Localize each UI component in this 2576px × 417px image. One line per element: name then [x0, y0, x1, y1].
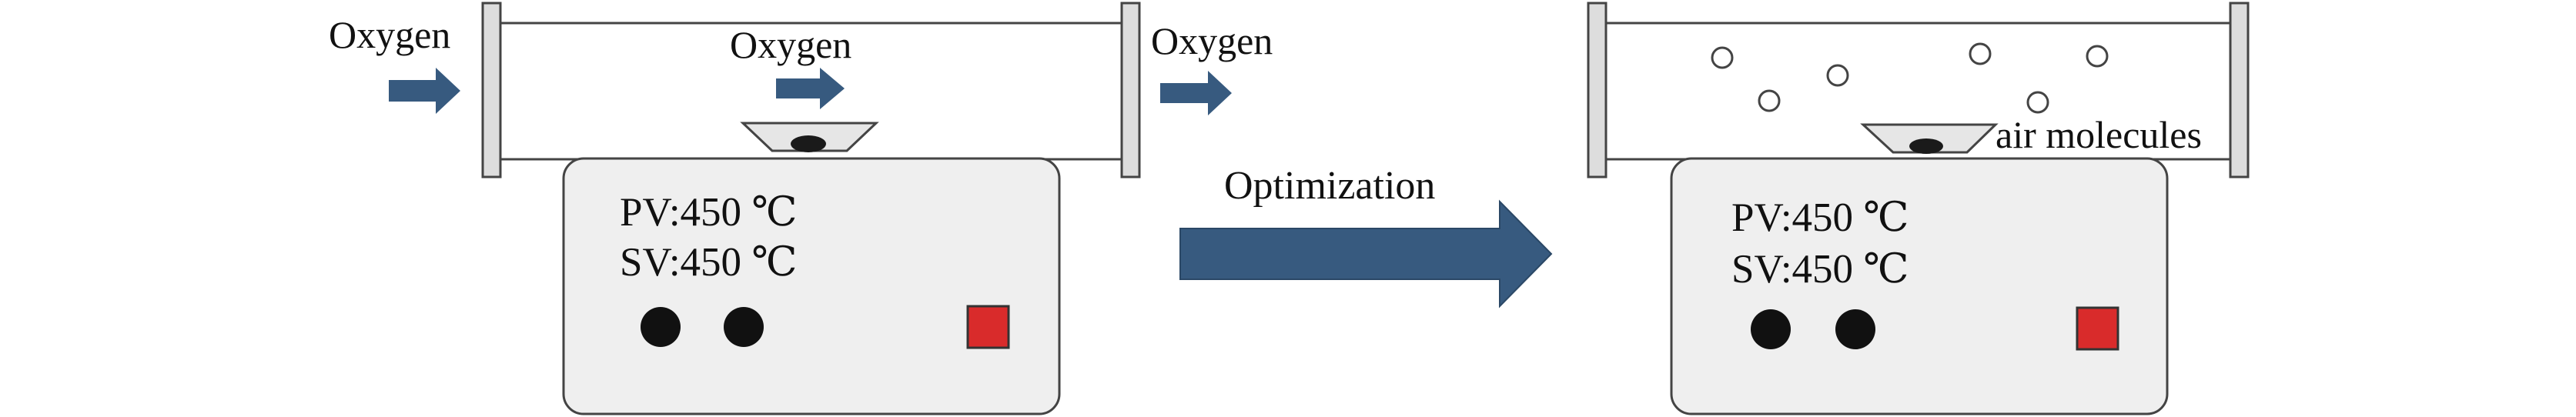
optimization-step: Optimization [1179, 164, 1553, 309]
left-tube-inlet-flange [481, 2, 502, 178]
left-tube-outlet-flange [1120, 2, 1141, 178]
air-molecules-label: air molecules [1996, 113, 2202, 156]
right-pv-readout: PV:450 ℃ [1731, 195, 1909, 240]
right-knob-icon [1835, 309, 1875, 349]
left-sv-readout: SV:450 ℃ [620, 240, 798, 285]
right-power-switch-icon [2076, 306, 2119, 351]
right-tube-outlet-flange [2229, 2, 2250, 178]
left-setup: Oxygen Oxygen Oxygen PV:450 ℃ SV:450 ℃ [329, 2, 1273, 415]
right-furnace-controller: PV:450 ℃ SV:450 ℃ [1670, 157, 2169, 415]
left-sample-powder [791, 135, 826, 152]
left-sample-boat [740, 122, 879, 152]
molecule-icon [1711, 46, 1734, 69]
right-sample-boat [1860, 123, 1999, 154]
right-sample-powder [1909, 138, 1943, 154]
molecule-icon [2086, 45, 2109, 68]
oxygen-outlet-arrow [1160, 71, 1232, 115]
right-sv-readout: SV:450 ℃ [1731, 247, 1909, 292]
molecule-icon [1826, 64, 1849, 87]
right-tube-inlet-flange [1587, 2, 1607, 178]
left-knob-icon [724, 307, 764, 347]
air-molecules [1711, 42, 2109, 114]
oxygen-outlet-label: Oxygen [1151, 19, 1273, 62]
left-power-switch-icon [966, 305, 1010, 349]
molecule-icon [1758, 89, 1781, 112]
left-knob-icon [641, 307, 681, 347]
oxygen-inlet-arrow [389, 68, 460, 114]
oxygen-middle-arrow [776, 68, 845, 109]
optimization-label: Optimization [1224, 164, 1435, 208]
oxygen-middle-label: Oxygen [730, 23, 851, 66]
left-pv-readout: PV:450 ℃ [620, 190, 798, 235]
molecule-icon [2026, 91, 2049, 114]
left-furnace-controller: PV:450 ℃ SV:450 ℃ [562, 157, 1061, 415]
right-knob-icon [1751, 309, 1791, 349]
oxygen-inlet-label: Oxygen [329, 13, 450, 56]
molecule-icon [1969, 42, 1992, 65]
optimization-arrow [1179, 199, 1553, 309]
right-setup: air molecules PV:450 ℃ SV:450 ℃ [1587, 2, 2250, 415]
